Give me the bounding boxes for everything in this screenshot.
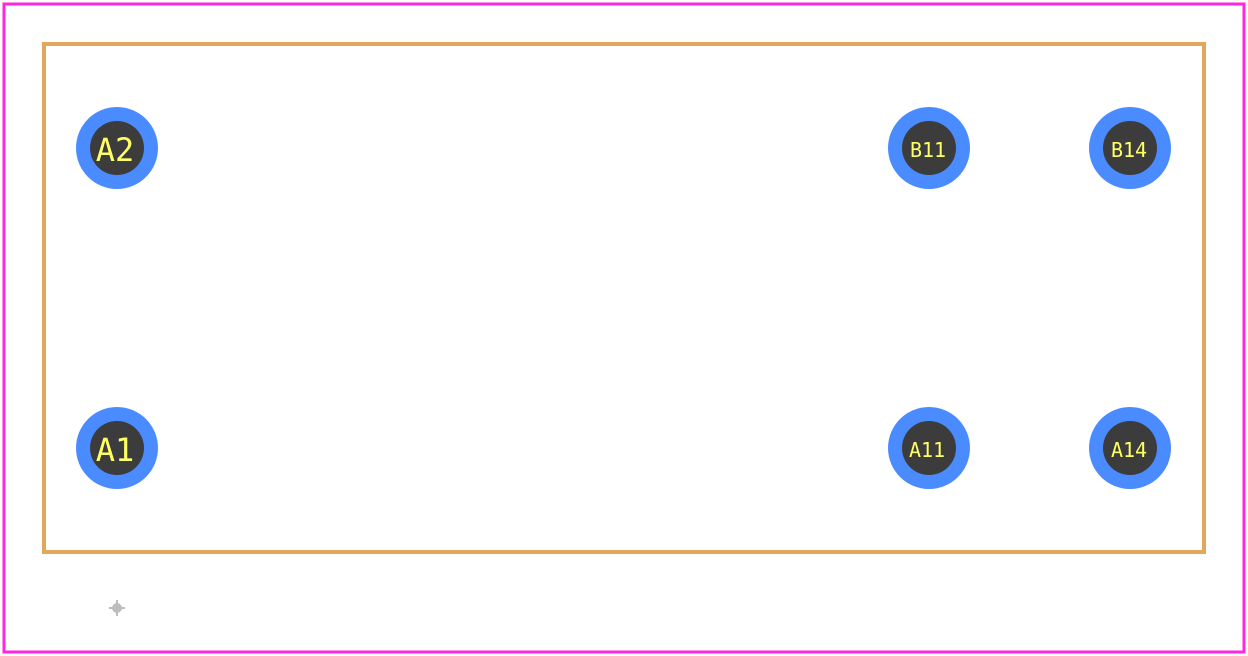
pad-hole <box>902 421 956 475</box>
pad-a1[interactable]: A1 <box>76 407 158 489</box>
pad-label: A2 <box>96 131 135 169</box>
pad-a11[interactable]: A11 <box>888 407 970 489</box>
pad-b11[interactable]: B11 <box>888 107 970 189</box>
pad-label: A1 <box>96 431 135 469</box>
pad-hole <box>90 421 144 475</box>
pad-label: A11 <box>909 438 945 462</box>
crosshair-icon <box>109 600 125 616</box>
pad-hole <box>90 121 144 175</box>
pad-hole <box>902 121 956 175</box>
pad-a14[interactable]: A14 <box>1089 407 1171 489</box>
pad-hole <box>1103 121 1157 175</box>
pad-label: B14 <box>1111 138 1147 162</box>
pad-a2[interactable]: A2 <box>76 107 158 189</box>
pad-hole <box>1103 421 1157 475</box>
pad-b14[interactable]: B14 <box>1089 107 1171 189</box>
pad-label: B11 <box>910 138 946 162</box>
body-outline <box>42 42 1206 554</box>
pad-label: A14 <box>1111 438 1147 462</box>
